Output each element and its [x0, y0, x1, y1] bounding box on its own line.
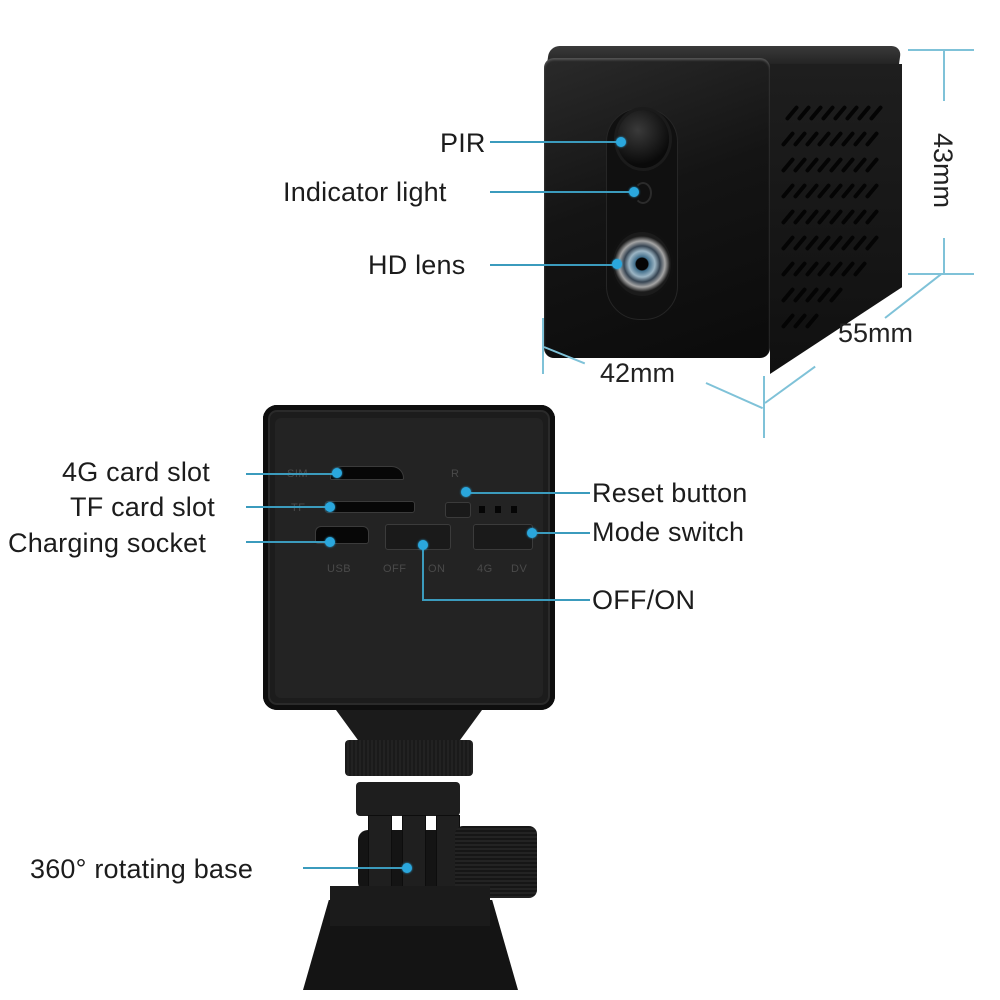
marking-reset: R	[451, 468, 460, 480]
label-hd-lens: HD lens	[368, 250, 466, 280]
callout-line-power-horizontal	[422, 599, 590, 601]
mount-lower-nut	[356, 782, 460, 816]
callout-dot-reset	[461, 487, 471, 497]
dim-width-left-tick	[542, 318, 544, 374]
callout-line-power-vertical	[422, 545, 424, 600]
label-indicator-light: Indicator light	[283, 177, 447, 207]
mount-upper-nut	[345, 740, 473, 776]
callout-dot-base	[402, 863, 412, 873]
callout-dot-lens	[612, 259, 622, 269]
marking-on: ON	[428, 563, 446, 575]
marking-4g: 4G	[477, 563, 493, 575]
led-dot-1	[479, 506, 485, 513]
callout-line-tf	[246, 506, 330, 508]
tf-slot	[325, 501, 415, 513]
dim-height-line-lower	[943, 238, 945, 274]
marking-dv: DV	[511, 563, 528, 575]
callout-dot-tf	[325, 502, 335, 512]
label-off-on: OFF/ON	[592, 585, 696, 615]
label-360-rotating-base: 360° rotating base	[30, 854, 254, 884]
callout-dot-pir	[616, 137, 626, 147]
hd-lens-icon	[613, 232, 671, 296]
dim-height-line-upper	[943, 49, 945, 101]
dim-height-label: 43mm	[928, 132, 959, 209]
callout-line-pir	[490, 141, 620, 143]
mount-base-top	[330, 886, 490, 926]
callout-line-base	[303, 867, 407, 869]
led-dot-3	[511, 506, 517, 513]
callout-line-lens	[490, 264, 616, 266]
callout-line-indicator	[490, 191, 632, 193]
marking-tf: TF	[291, 502, 306, 514]
label-charging-socket: Charging socket	[8, 528, 207, 558]
indicator-light-icon	[634, 182, 652, 204]
dim-width-label: 42mm	[600, 358, 676, 388]
callout-line-charging	[246, 541, 330, 543]
dim-height-top-tick	[908, 49, 974, 51]
callout-line-4g	[246, 473, 336, 475]
label-mode-switch: Mode switch	[592, 517, 745, 547]
mount-neck	[336, 710, 482, 740]
label-tf-card-slot: TF card slot	[70, 492, 215, 522]
marking-off: OFF	[383, 563, 407, 575]
led-dot-2	[495, 506, 501, 513]
camera-back-panel: SIM TF USB R OFF ON 4G DV	[275, 418, 543, 698]
callout-dot-indicator	[629, 187, 639, 197]
callout-dot-power	[418, 540, 428, 550]
callout-line-mode	[535, 532, 590, 534]
dim-width-right-tick	[763, 376, 765, 438]
label-pir: PIR	[440, 128, 486, 158]
callout-dot-mode	[527, 528, 537, 538]
pir-sensor-icon	[617, 110, 669, 168]
callout-line-reset	[466, 492, 590, 494]
dim-depth-label: 55mm	[838, 318, 914, 348]
reset-button[interactable]	[445, 502, 471, 518]
label-reset-button: Reset button	[592, 478, 748, 508]
callout-dot-charging	[325, 537, 335, 547]
marking-usb: USB	[327, 563, 352, 575]
label-4g-card-slot: 4G card slot	[62, 457, 210, 487]
dim-width-line-right	[705, 382, 764, 410]
callout-dot-4g	[332, 468, 342, 478]
mode-switch[interactable]	[473, 524, 533, 550]
power-switch[interactable]	[385, 524, 451, 550]
